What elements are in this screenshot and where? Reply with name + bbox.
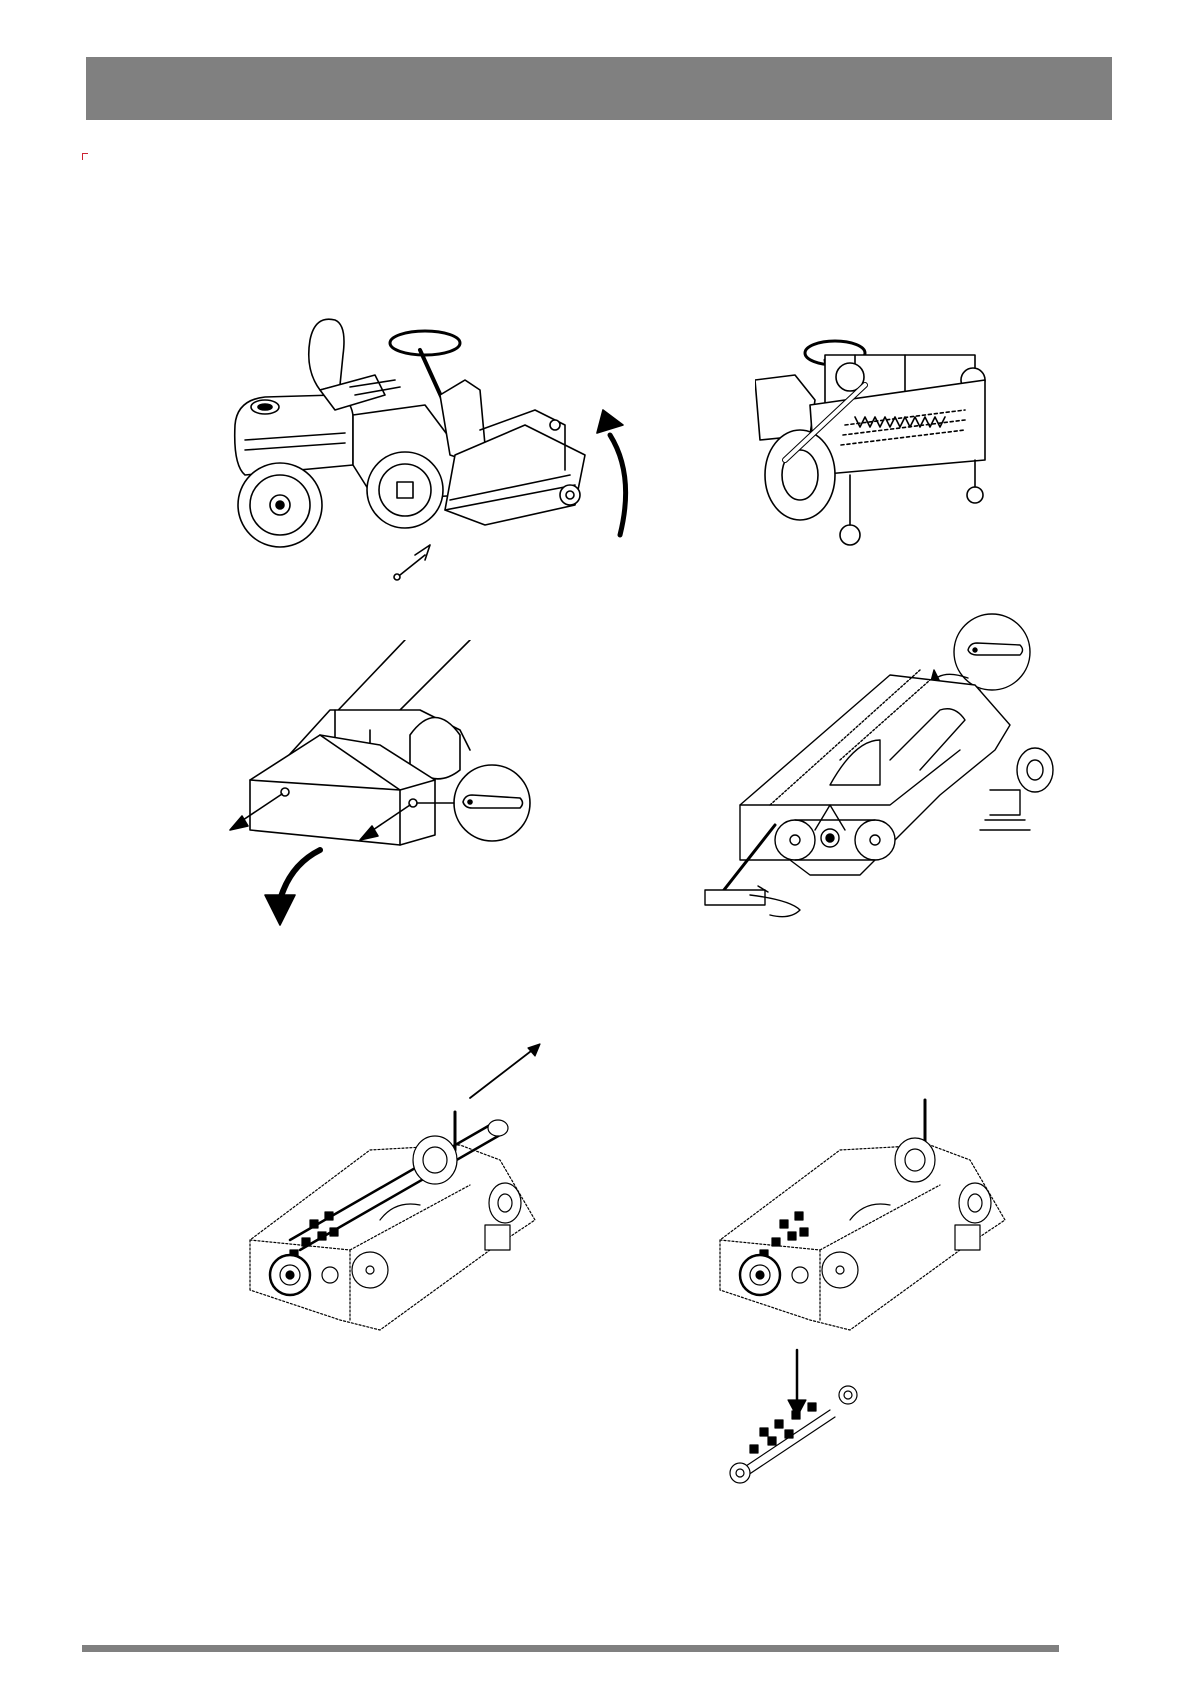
corner-crop-mark (82, 153, 88, 160)
figure-deck-raised-front (755, 325, 1015, 555)
figure-rotor-removal (700, 1075, 1040, 1495)
header-bar (86, 57, 1112, 120)
figure-belt-release (690, 610, 1070, 980)
figure-shaft-extraction (230, 1040, 570, 1360)
footer-rule (82, 1645, 1059, 1652)
figure-tractor-deck-raise (225, 315, 675, 595)
figure-cover-removal (220, 640, 550, 930)
